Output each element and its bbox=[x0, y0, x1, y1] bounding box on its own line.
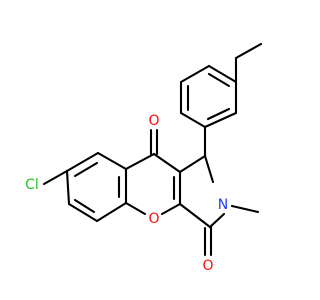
atom-nitrogen: N bbox=[218, 197, 228, 213]
bond bbox=[160, 202, 182, 216]
bond bbox=[207, 64, 238, 84]
atom-labels: Cl O O O N bbox=[25, 113, 228, 274]
molecule-diagram: Cl O O O N bbox=[25, 42, 263, 274]
bond bbox=[124, 152, 156, 171]
bonds bbox=[42, 42, 263, 257]
bond bbox=[206, 107, 231, 121]
bond bbox=[65, 151, 100, 173]
bond bbox=[203, 111, 238, 129]
bond bbox=[230, 204, 260, 214]
bond bbox=[73, 198, 96, 214]
bond bbox=[207, 72, 231, 88]
bond bbox=[179, 111, 207, 129]
atom-oxygen-ring: O bbox=[148, 211, 159, 227]
bond bbox=[152, 152, 182, 174]
bond bbox=[73, 161, 99, 178]
structure-drawing: Cl O O O N bbox=[25, 42, 263, 274]
bond bbox=[96, 151, 128, 171]
bond bbox=[95, 201, 128, 223]
bond bbox=[67, 202, 99, 223]
bond bbox=[208, 212, 226, 229]
atom-oxygen-ketone: O bbox=[148, 113, 159, 129]
atom-oxygen-amide: O bbox=[202, 258, 213, 274]
bond bbox=[124, 201, 147, 216]
atom-chlorine: Cl bbox=[25, 177, 39, 193]
bond bbox=[178, 202, 212, 229]
bond bbox=[65, 169, 71, 206]
bond bbox=[179, 64, 211, 84]
bond bbox=[42, 169, 69, 186]
bond bbox=[234, 42, 263, 60]
bond bbox=[203, 154, 215, 184]
bond bbox=[178, 154, 207, 174]
